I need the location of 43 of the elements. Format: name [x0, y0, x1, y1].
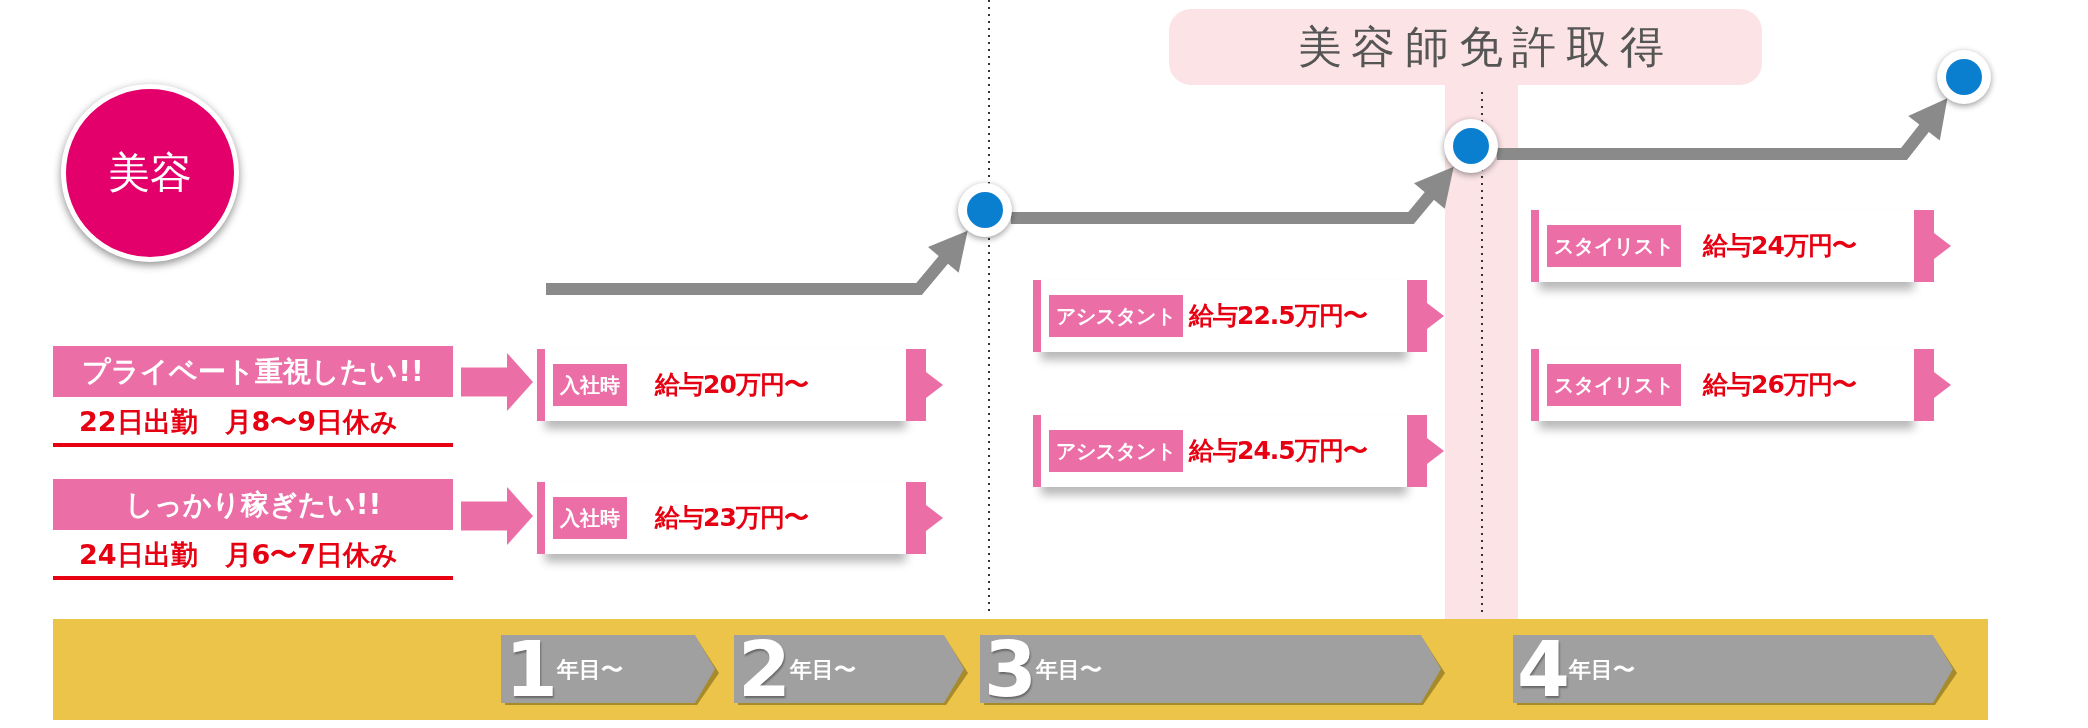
role-tag: 入社時	[553, 364, 627, 406]
workday-note: 24日出勤 月6〜7日休み	[53, 536, 453, 580]
year-number: 2	[738, 635, 791, 705]
year-step	[501, 635, 719, 703]
salary-card	[1033, 415, 1444, 487]
banner-label: プライベート重視したい!!	[53, 346, 453, 397]
salary-text: 給与24万円〜	[1703, 230, 1856, 262]
arrow	[461, 353, 533, 411]
salary-text: 給与22.5万円〜	[1189, 300, 1367, 332]
salary-text: 給与24.5万円〜	[1189, 435, 1367, 467]
salary-card	[537, 482, 943, 554]
year-number: 3	[984, 635, 1037, 705]
year-label: 年目〜	[790, 656, 856, 684]
arrow	[1010, 166, 1454, 224]
timeline-band	[53, 619, 1988, 720]
year-step	[980, 635, 1445, 703]
year-label: 年目〜	[557, 656, 623, 684]
salary-card	[537, 349, 943, 421]
milestone-dot	[1937, 50, 1991, 104]
year-label: 年目〜	[1569, 656, 1635, 684]
salary-text: 給与20万円〜	[655, 369, 808, 401]
role-tag: スタイリスト	[1547, 225, 1681, 267]
year-step	[734, 635, 968, 703]
milestone-banner: 美容師免許取得	[1169, 9, 1762, 85]
salary-card	[1531, 210, 1951, 282]
arrow	[1496, 98, 1948, 160]
banner-label: しっかり稼ぎたい!!	[53, 479, 453, 530]
role-tag: アシスタント	[1049, 430, 1183, 472]
milestone-dot	[958, 183, 1012, 237]
workday-note: 22日出勤 月8〜9日休み	[53, 403, 453, 447]
role-tag: アシスタント	[1049, 295, 1183, 337]
role-tag: 入社時	[553, 497, 627, 539]
salary-text: 給与23万円〜	[655, 502, 808, 534]
salary-text: 給与26万円〜	[1703, 369, 1856, 401]
role-tag: スタイリスト	[1547, 364, 1681, 406]
year-number: 1	[505, 635, 558, 705]
arrow	[461, 487, 533, 545]
arrow	[546, 230, 968, 295]
salary-card	[1531, 349, 1951, 421]
salary-card	[1033, 280, 1444, 352]
year-step	[1513, 635, 1957, 703]
year-number: 4	[1517, 635, 1570, 705]
year-label: 年目〜	[1036, 656, 1102, 684]
